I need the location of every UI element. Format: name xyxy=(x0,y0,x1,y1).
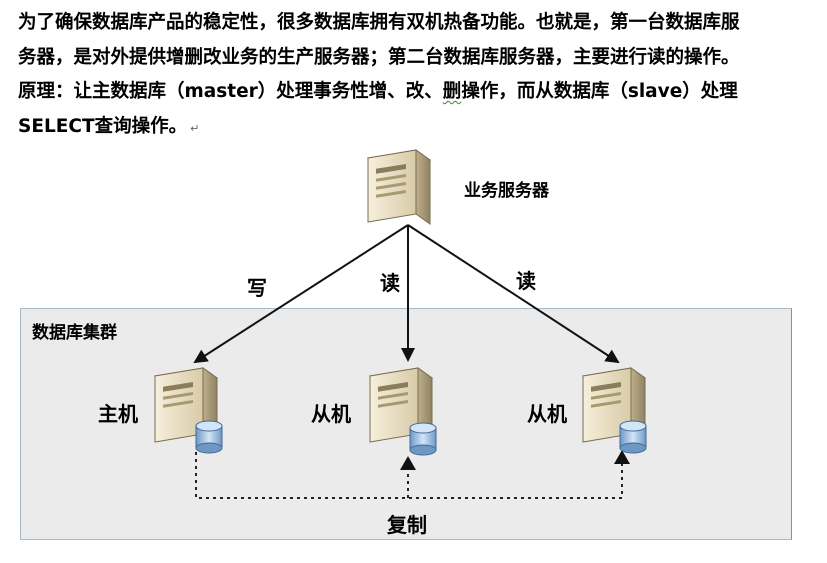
paragraph-line-3: 原理：让主数据库（master）处理事务性增、改、删操作，而从数据库（slave… xyxy=(18,75,818,110)
arrow-read-right-label: 读 xyxy=(516,269,536,293)
app-server-label: 业务服务器 xyxy=(464,181,549,201)
description-paragraph: 为了确保数据库产品的稳定性，很多数据库拥有双机热备功能。也就是，第一台数据库服 … xyxy=(18,6,818,146)
slave2-server-icon xyxy=(581,367,647,445)
paragraph-line-1: 为了确保数据库产品的稳定性，很多数据库拥有双机热备功能。也就是，第一台数据库服 xyxy=(18,12,740,33)
slave2-label: 从机 xyxy=(527,402,567,426)
master-label: 主机 xyxy=(98,402,138,426)
slave1-database-icon xyxy=(409,422,437,456)
replication-label: 复制 xyxy=(387,513,427,537)
replication-arrowhead-right xyxy=(614,450,630,464)
arrow-read-right xyxy=(407,224,620,364)
paragraph-line-3-part-a: 原理：让主数据库（master）处理事务性增、改、 xyxy=(18,81,443,102)
paragraph-line-4: SELECT查询操作。↵ xyxy=(18,110,818,147)
arrow-read-center-label: 读 xyxy=(380,271,400,295)
paragraph-line-3-part-c: 操作，而从数据库（slave）处理 xyxy=(461,81,738,102)
paragraph-line-4-text: SELECT查询操作。 xyxy=(18,115,188,137)
slave1-label: 从机 xyxy=(311,402,351,426)
replication-lines xyxy=(195,450,630,499)
slave2-database-icon xyxy=(619,420,647,454)
paragraph-line-2: 务器，是对外提供增删改业务的生产服务器；第二台数据库服务器，主要进行读的操作。 xyxy=(18,46,740,68)
replication-arrowhead-center xyxy=(400,456,416,470)
app-server-icon xyxy=(366,149,432,225)
master-database-icon xyxy=(195,420,223,454)
spellcheck-marked-word: 删 xyxy=(442,81,462,102)
arrow-write xyxy=(193,224,409,364)
cluster-label: 数据库集群 xyxy=(32,323,117,343)
arrow-write-label: 写 xyxy=(247,276,267,300)
paragraph-return-mark: ↵ xyxy=(190,121,200,135)
